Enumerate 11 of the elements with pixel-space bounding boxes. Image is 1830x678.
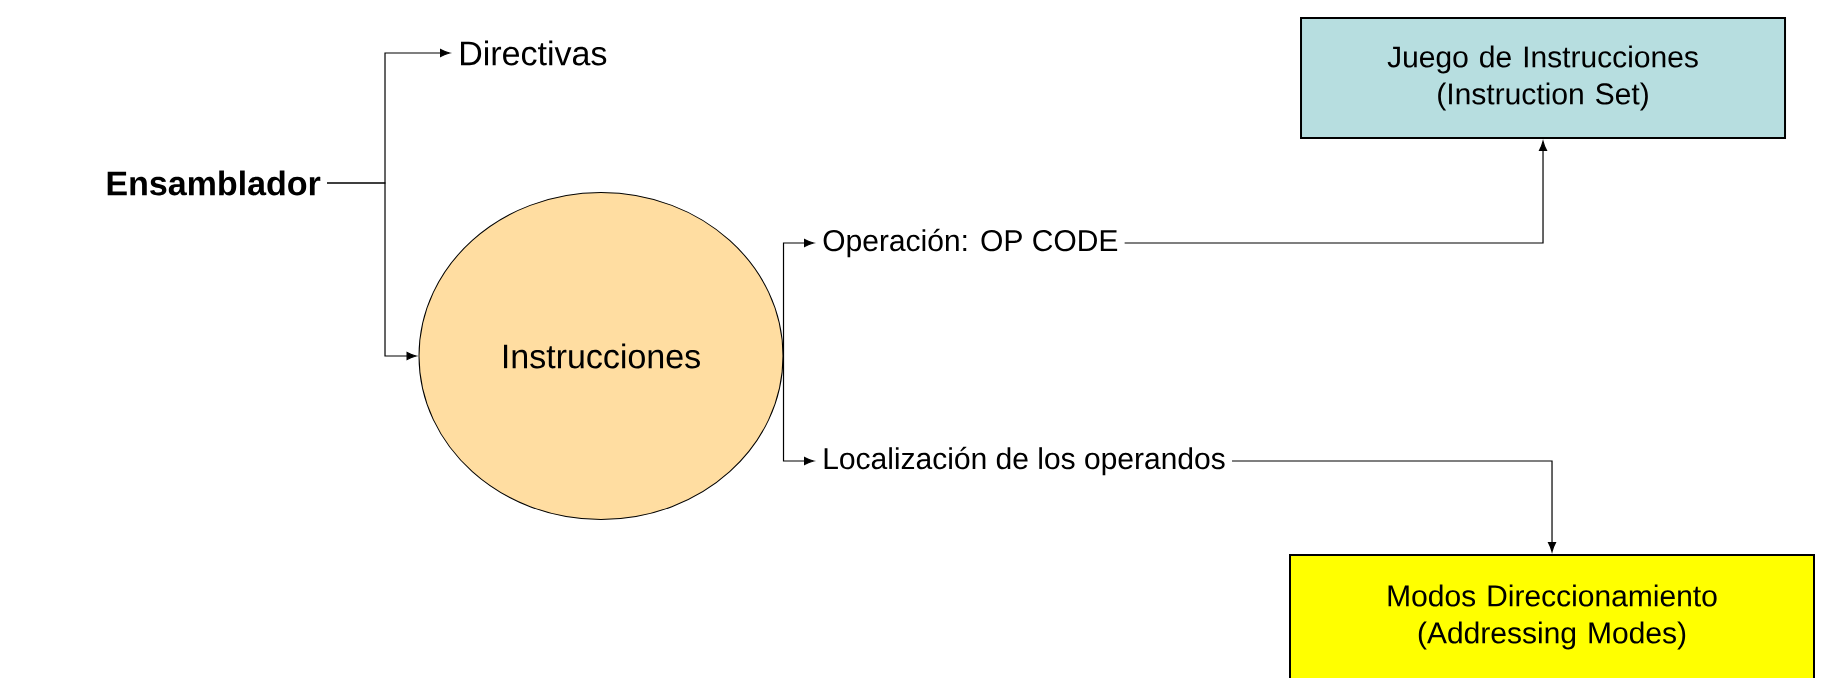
branch-label: Operación: OP CODE	[823, 228, 1118, 258]
arrow	[782, 355, 815, 466]
info-box: Juego de Instrucciones (Instruction Set)	[1300, 17, 1786, 139]
arrow	[782, 238, 815, 357]
info-box: Modos Direccionamiento (Addressing Modes)	[1289, 554, 1815, 678]
branch-label: Localización de los operandos	[824, 446, 1225, 476]
arrow	[1231, 460, 1557, 553]
branch-label: Directivas	[461, 40, 607, 66]
arrow	[326, 182, 417, 361]
arrow	[1124, 140, 1548, 244]
root-label: Ensamblador	[107, 170, 321, 196]
